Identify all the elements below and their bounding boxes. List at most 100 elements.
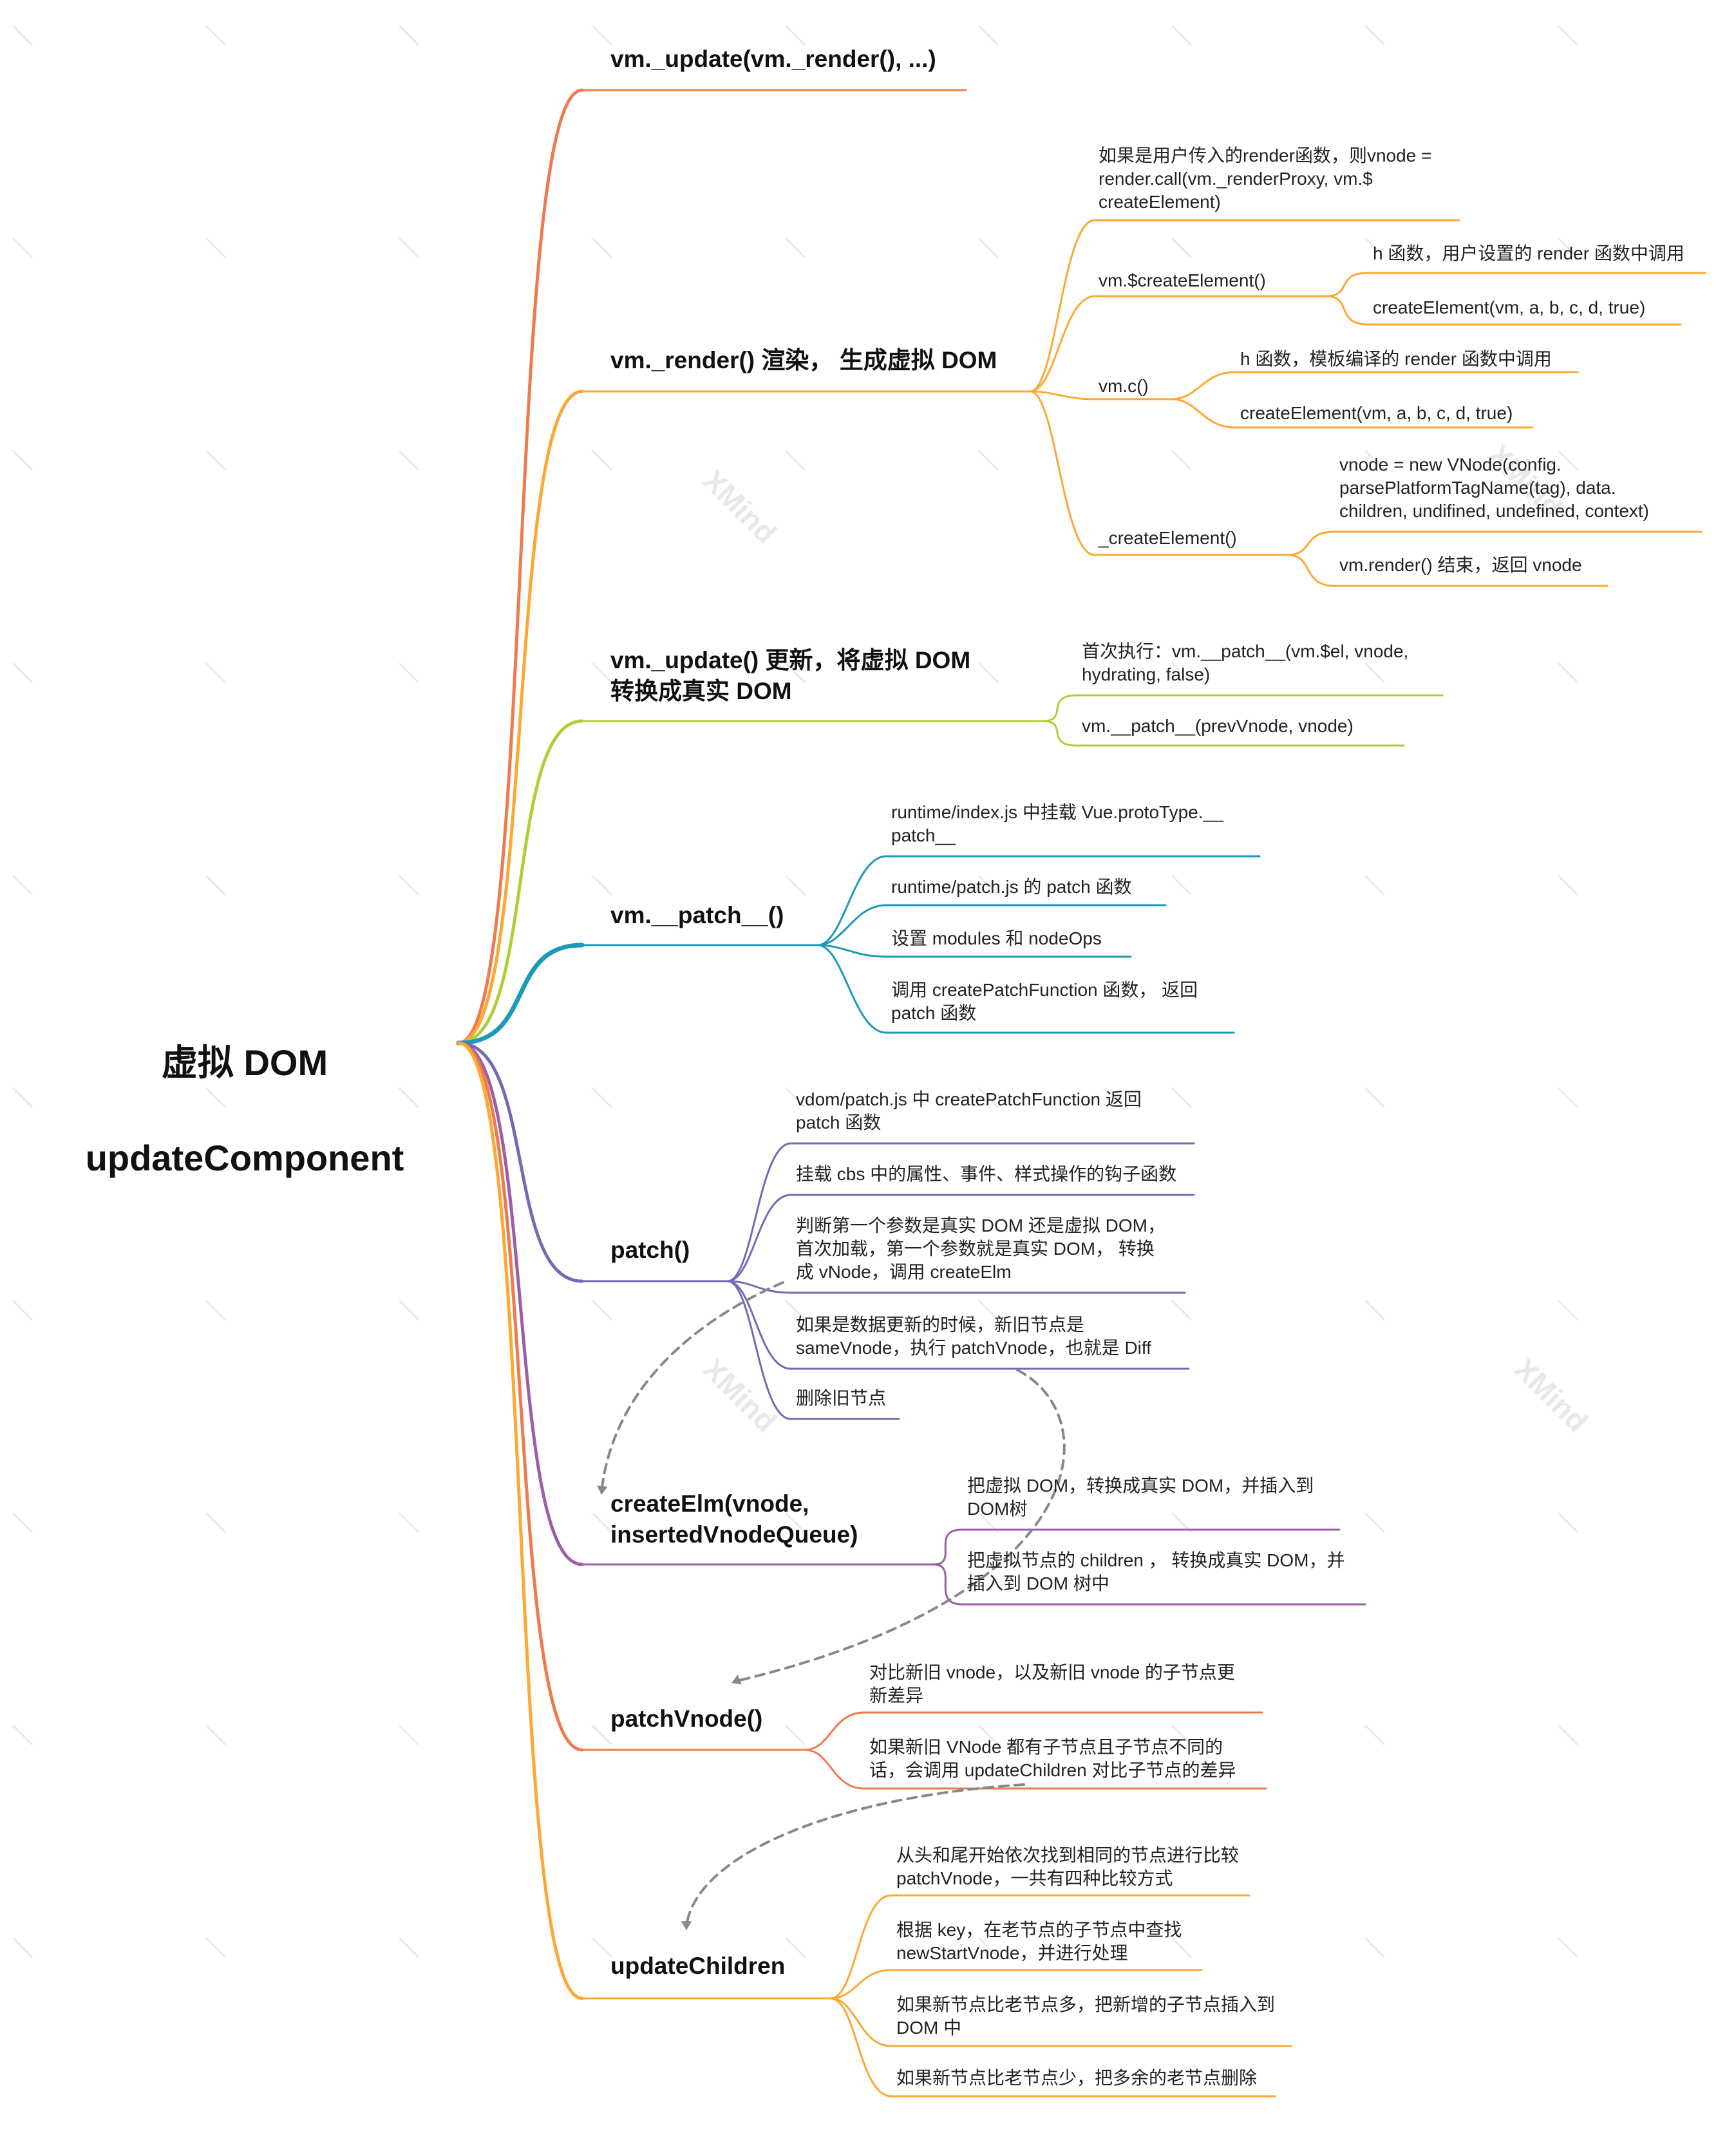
topic-vm-render[interactable]: vm._render() 渲染， 生成虚拟 DOM	[610, 347, 997, 373]
watermark-dash	[784, 662, 806, 684]
watermark-dash	[12, 1937, 33, 1958]
branch-connector	[457, 1041, 584, 1566]
leaf-new-vnode[interactable]: vnode = new VNode(config. parsePlatformT…	[1339, 455, 1649, 521]
watermark-dash	[591, 874, 613, 896]
topic-vm-update[interactable]: vm._update() 更新，将虚拟 DOM 转换成真实 DOM	[610, 647, 971, 704]
topic-update-children[interactable]: updateChildren	[610, 1953, 786, 1979]
child-connector	[829, 1969, 892, 2000]
subtopic-insert-new[interactable]: 如果新节点比老节点多，把新增的子节点插入到 DOM 中	[896, 1995, 1276, 2038]
watermark-dash	[1557, 1299, 1579, 1321]
watermark-dash	[1171, 1087, 1193, 1109]
branch-connector	[456, 943, 585, 1046]
watermark-dash	[1557, 874, 1579, 896]
watermark-dash	[1171, 24, 1193, 46]
subtopic-real-or-virtual[interactable]: 判断第一个参数是真实 DOM 还是虚拟 DOM， 首次加载，第一个参数就是真实 …	[796, 1216, 1165, 1282]
topic-create-elm[interactable]: createElm(vnode, insertedVnodeQueue)	[610, 1490, 858, 1548]
watermark-dash	[784, 237, 806, 259]
subtopic-create-element-dollar[interactable]: vm.$createElement()	[1099, 270, 1266, 290]
subtopic-remove-old[interactable]: 删除旧节点	[796, 1388, 887, 1408]
watermark-dash	[591, 1724, 613, 1746]
watermark-dash	[1364, 874, 1386, 896]
subtopic-cbs-hooks[interactable]: 挂载 cbs 中的属性、事件、样式操作的钩子函数	[796, 1164, 1177, 1184]
watermark-dash	[784, 874, 806, 896]
subtopic-underscore-create-element[interactable]: _createElement()	[1099, 528, 1237, 548]
watermark-dash	[205, 1724, 227, 1746]
leaf-h-user-render[interactable]: h 函数，用户设置的 render 函数中调用	[1373, 243, 1684, 263]
branch-connector	[457, 1041, 584, 1752]
child-connector	[1287, 530, 1335, 556]
subtopic-call-update-children[interactable]: 如果新旧 VNode 都有子节点且子节点不同的 话，会调用 updateChil…	[869, 1737, 1236, 1780]
subtopic-by-key[interactable]: 根据 key，在老节点的子节点中查找 newStartVnode，并进行处理	[896, 1920, 1182, 1963]
topic-patch-vnode[interactable]: patchVnode()	[610, 1705, 763, 1732]
branch-connector	[457, 1041, 584, 1283]
watermark-dash	[398, 662, 420, 684]
watermark-dash	[591, 449, 613, 471]
watermark-dash	[1557, 449, 1579, 471]
watermark-dash	[1364, 1512, 1386, 1534]
topic-vm-patch[interactable]: vm.__patch__()	[610, 902, 784, 928]
watermark-dash	[12, 662, 33, 684]
watermark-dash	[977, 24, 999, 46]
subtopic-render-call[interactable]: 如果是用户传入的render函数，则vnode = render.call(vm…	[1099, 146, 1432, 212]
watermark-dash	[1171, 874, 1193, 896]
subtopic-remove-extra[interactable]: 如果新节点比老节点少，把多余的老节点删除	[896, 2068, 1258, 2088]
branch-connector	[457, 1041, 584, 2000]
subtopic-four-compare[interactable]: 从头和尾开始依次找到相同的节点进行比较 patchVnode，一共有四种比较方式	[896, 1845, 1240, 1888]
watermark-dash	[1364, 1724, 1386, 1746]
watermark-dash	[977, 1299, 999, 1321]
watermark-dash	[591, 237, 613, 259]
watermark-dash	[784, 1087, 806, 1109]
child-connector	[1029, 219, 1096, 393]
watermark-dash	[205, 1512, 227, 1534]
topic-patch[interactable]: patch()	[610, 1237, 690, 1263]
watermark-dash	[398, 1087, 420, 1109]
branch-connector	[457, 88, 584, 1045]
root-topic[interactable]: 虚拟 DOM updateComponent	[52, 991, 438, 1230]
watermark-dash	[1171, 1724, 1193, 1746]
watermark-dash	[398, 874, 420, 896]
leaf-create-element-1[interactable]: createElement(vm, a, b, c, d, true)	[1373, 297, 1646, 317]
subtopic-vm-c[interactable]: vm.c()	[1099, 376, 1149, 396]
subtopic-children-to-dom[interactable]: 把虚拟节点的 children ， 转换成真实 DOM，并 插入到 DOM 树中	[967, 1550, 1345, 1593]
watermark-dash	[1171, 1937, 1193, 1958]
child-connector	[829, 1997, 892, 2047]
leaf-h-template-render[interactable]: h 函数，模板编译的 render 函数中调用	[1240, 349, 1552, 369]
child-connector	[726, 1194, 792, 1282]
watermark-dash	[1364, 1087, 1386, 1109]
watermark-dash	[1171, 237, 1193, 259]
watermark-dash	[591, 662, 613, 684]
subtopic-runtime-patch[interactable]: runtime/patch.js 的 patch 函数	[891, 877, 1132, 897]
relationship-arrow	[685, 1783, 1025, 1928]
child-connector	[816, 944, 887, 1034]
watermark-dash	[205, 1087, 227, 1109]
watermark-dash	[398, 449, 420, 471]
root-title-line1: 虚拟 DOM	[161, 1042, 328, 1083]
branch-connector	[457, 390, 584, 1045]
subtopic-create-patch-function[interactable]: 调用 createPatchFunction 函数， 返回 patch 函数	[891, 980, 1198, 1023]
watermark-dash	[784, 1724, 806, 1746]
subtopic-runtime-index[interactable]: runtime/index.js 中挂载 Vue.protoType.__ pa…	[891, 802, 1223, 845]
subtopic-first-patch[interactable]: 首次执行：vm.__patch__(vm.$el, vnode, hydrati…	[1082, 641, 1409, 684]
child-connector	[816, 904, 887, 946]
leaf-render-end[interactable]: vm.render() 结束，返回 vnode	[1339, 555, 1582, 575]
subtopic-modules-nodeops[interactable]: 设置 modules 和 nodeOps	[891, 928, 1102, 948]
watermark-dash	[12, 1299, 33, 1321]
subtopic-diff-vnode[interactable]: 对比新旧 vnode，以及新旧 vnode 的子节点更 新差异	[869, 1662, 1235, 1705]
watermark-dash	[977, 237, 999, 259]
subtopic-insert-dom-tree[interactable]: 把虚拟 DOM，转换成真实 DOM，并插入到 DOM树	[967, 1476, 1314, 1519]
leaf-create-element-2[interactable]: createElement(vm, a, b, c, d, true)	[1240, 403, 1513, 423]
watermark-dash	[398, 237, 420, 259]
topic-vm-update-render[interactable]: vm._update(vm._render(), ...)	[610, 46, 936, 72]
watermark-dash	[1171, 1299, 1193, 1321]
watermark-dash	[205, 874, 227, 896]
watermark-dash	[398, 1512, 420, 1534]
watermark-dash	[398, 1724, 420, 1746]
subtopic-same-vnode[interactable]: 如果是数据更新的时候，新旧节点是 sameVnode，执行 patchVnode…	[796, 1315, 1151, 1358]
watermark-dash	[205, 449, 227, 471]
subtopic-prev-patch[interactable]: vm.__patch__(prevVnode, vnode)	[1082, 716, 1354, 736]
watermark-dash	[398, 1937, 420, 1958]
subtopic-vdom-patch[interactable]: vdom/patch.js 中 createPatchFunction 返回 p…	[796, 1089, 1142, 1132]
watermark-dash	[591, 1937, 613, 1958]
watermark-dash	[1557, 1087, 1579, 1109]
